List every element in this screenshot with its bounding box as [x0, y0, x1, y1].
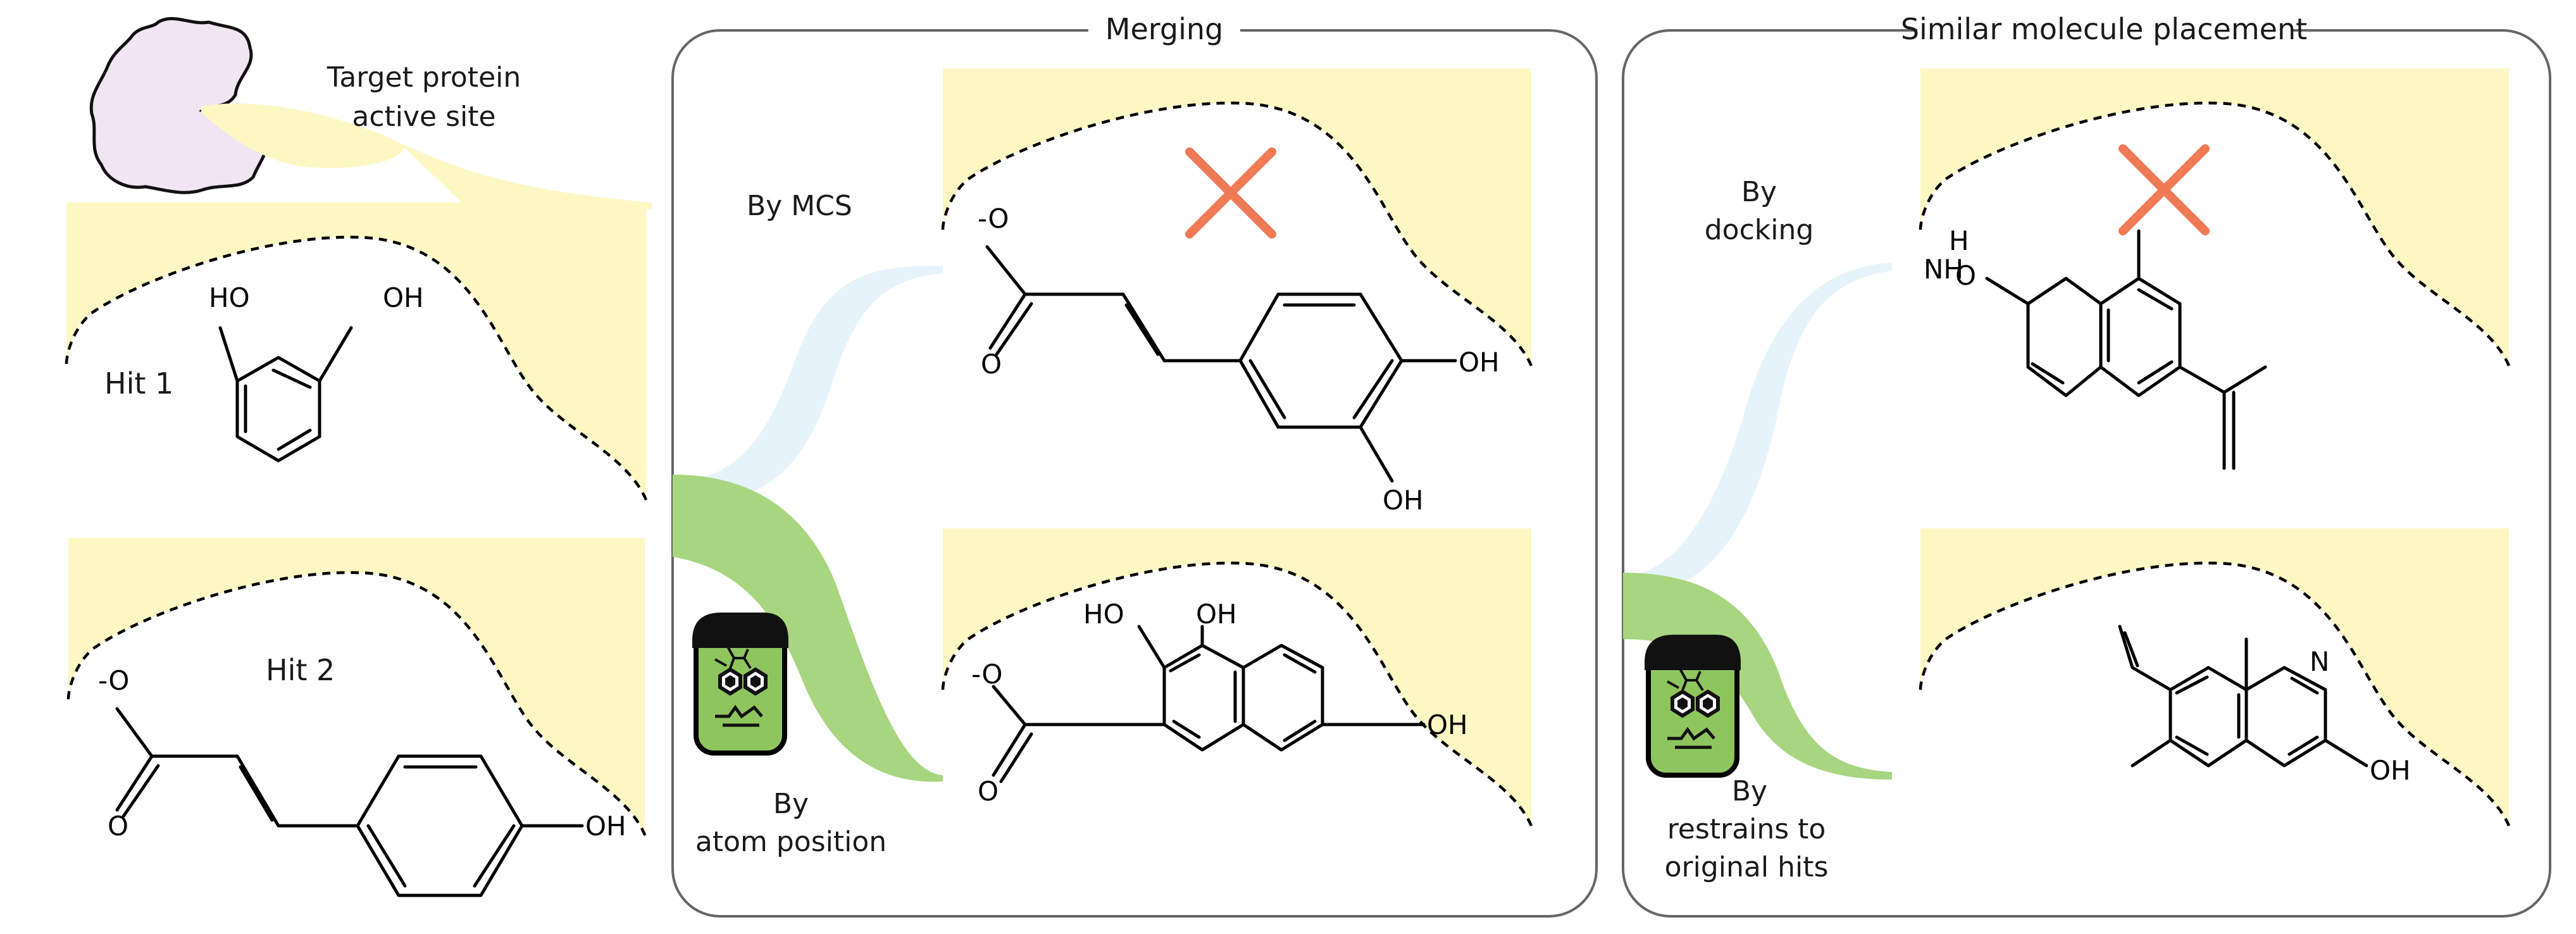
svg-text:-O: -O — [971, 659, 1002, 690]
by-docking-line1: By — [1741, 176, 1777, 208]
svg-text:OH: OH — [1459, 347, 1500, 378]
by-restrains-line3: original hits — [1665, 851, 1829, 883]
mcs-flow — [673, 266, 943, 506]
merge-atom-molecule: HO OH -O O OH — [971, 599, 1468, 807]
svg-text:H: H — [1949, 225, 1969, 256]
svg-text:OH: OH — [1427, 709, 1468, 740]
svg-text:OH: OH — [383, 282, 424, 313]
svg-text:-O: -O — [978, 203, 1009, 234]
by-mcs-label: By MCS — [747, 190, 852, 222]
similar-title: Similar molecule placement — [1901, 12, 2307, 46]
merge-mcs-pocket — [943, 68, 1531, 366]
frankenstein-icon — [1645, 635, 1741, 775]
frankenstein-icon — [692, 613, 788, 753]
docking-molecule: H NH O — [1924, 225, 2267, 470]
hit2-molecule: -O O OH — [98, 665, 626, 897]
protein-label: Target protein — [327, 61, 521, 94]
svg-text:OH: OH — [1196, 599, 1237, 630]
restrains-flow — [1623, 573, 1892, 780]
protein-blob-icon — [89, 16, 270, 194]
svg-text:NH: NH — [1924, 254, 1963, 285]
restrains-pocket — [1920, 528, 2509, 826]
svg-text:O: O — [978, 776, 999, 807]
fail-cross-icon — [2123, 149, 2205, 231]
by-atom-label-line2: atom position — [695, 826, 887, 858]
by-docking-line2: docking — [1705, 214, 1814, 246]
docking-flow — [1623, 263, 1892, 598]
merge-mcs-molecule: -O O OH OH — [978, 203, 1500, 516]
merging-title: Merging — [1105, 12, 1223, 46]
fail-cross-icon — [1190, 152, 1272, 234]
svg-text:O: O — [108, 811, 128, 842]
hit2-label: Hit 2 — [266, 653, 335, 687]
svg-text:OH: OH — [2370, 755, 2411, 786]
atom-position-flow — [673, 475, 943, 782]
hit1-pocket — [66, 202, 646, 500]
hit1-label: Hit 1 — [104, 366, 173, 401]
merge-atom-pocket — [943, 528, 1531, 826]
by-restrains-line1: By — [1732, 775, 1767, 807]
svg-text:OH: OH — [585, 811, 626, 842]
hit2-pocket — [68, 538, 645, 835]
svg-text:HO: HO — [209, 282, 250, 313]
svg-text:O: O — [1955, 260, 1976, 291]
protein-label-line2: active site — [352, 101, 495, 133]
svg-text:N: N — [2310, 646, 2329, 677]
svg-text:OH: OH — [1383, 485, 1424, 516]
restrains-molecule: N OH — [2118, 625, 2411, 786]
svg-text:HO: HO — [1083, 599, 1124, 630]
by-atom-label-line1: By — [773, 788, 809, 820]
svg-text:-O: -O — [98, 665, 129, 696]
docking-pocket — [1920, 68, 2509, 366]
svg-text:O: O — [981, 349, 1002, 380]
by-restrains-line2: restrains to — [1667, 813, 1826, 845]
hit1-molecule: HO OH — [209, 282, 424, 463]
